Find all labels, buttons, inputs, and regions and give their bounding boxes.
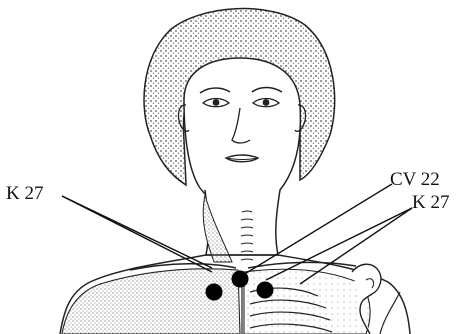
point-cv22 [232, 271, 249, 288]
face [184, 58, 300, 210]
right-clavicle [248, 262, 356, 268]
label-k27-left: K 27 [6, 184, 43, 203]
label-k27-right: K 27 [412, 193, 449, 212]
right-pupil [263, 99, 270, 106]
left-pupil [213, 99, 220, 106]
point-k27-right [257, 282, 274, 299]
label-cv22: CV 22 [390, 170, 440, 189]
point-k27-left [206, 284, 223, 301]
left-chest-muscle [62, 269, 240, 334]
